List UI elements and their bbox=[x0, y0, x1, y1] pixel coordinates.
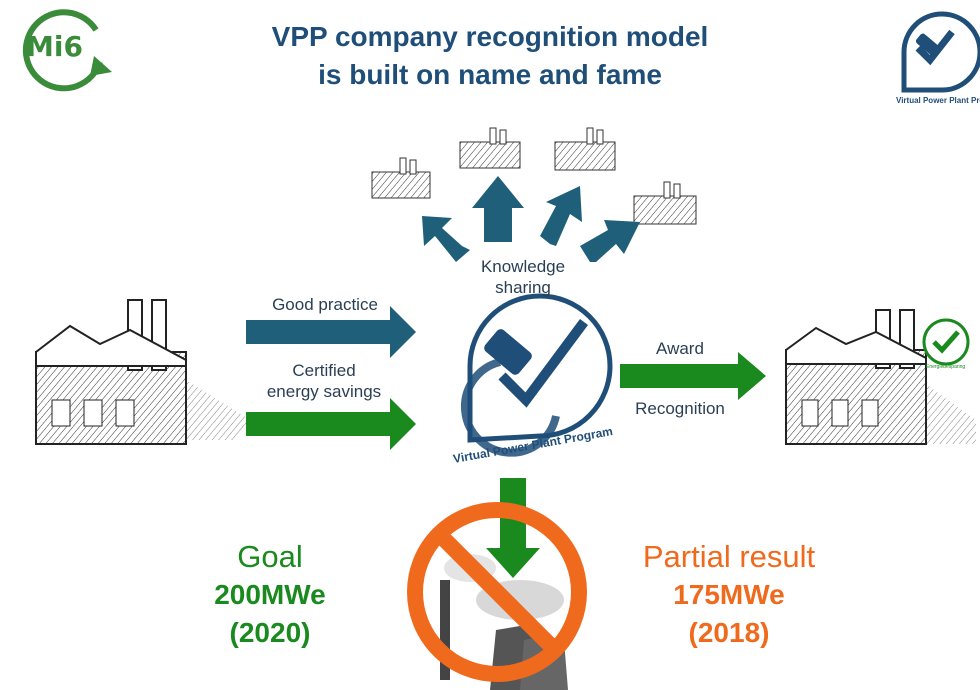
page-title: VPP company recognition model is built o… bbox=[0, 18, 980, 94]
factory-icon-top-3 bbox=[554, 127, 616, 171]
arrow-knowledge-3 bbox=[540, 186, 582, 246]
arrow-award-recognition bbox=[620, 352, 766, 400]
label-knowledge-sharing: Knowledge sharing bbox=[480, 257, 566, 297]
title-line-2: is built on name and fame bbox=[318, 59, 662, 90]
mi6-logo bbox=[22, 9, 112, 92]
badge-text: Energiebesparing bbox=[926, 364, 966, 370]
label-good-practice: Good practice bbox=[272, 295, 378, 314]
factory-icon-right bbox=[785, 309, 976, 445]
vpp-logo-top-right-text: Virtual Power Plant Program bbox=[896, 96, 980, 105]
title-line-1: VPP company recognition model bbox=[271, 21, 709, 52]
arrow-knowledge-1 bbox=[422, 216, 470, 262]
prohibition-sign-icon bbox=[407, 502, 587, 682]
result-title: Partial result bbox=[642, 539, 816, 574]
mi6-logo-text: Mi6 bbox=[26, 30, 83, 63]
result-year: (2018) bbox=[688, 617, 770, 648]
factory-icon-top-4 bbox=[633, 181, 697, 225]
goal-title: Goal bbox=[237, 539, 303, 574]
arrow-knowledge-2 bbox=[472, 176, 524, 242]
vpp-logo-center bbox=[460, 293, 613, 457]
result-value: 175MWe bbox=[673, 579, 785, 610]
arrow-knowledge-4 bbox=[580, 220, 640, 262]
arrow-good-practice bbox=[246, 306, 416, 358]
factory-icon-top-2 bbox=[459, 127, 521, 169]
vpp-logo-top-right bbox=[901, 11, 980, 93]
factory-icon-left bbox=[35, 299, 250, 445]
label-award: Award bbox=[656, 339, 704, 358]
goal-year: (2020) bbox=[229, 617, 311, 648]
arrow-certified-savings bbox=[246, 398, 416, 450]
label-certified-savings: Certified energy savings bbox=[266, 361, 382, 401]
label-recognition: Recognition bbox=[635, 399, 725, 418]
goal-value: 200MWe bbox=[214, 579, 326, 610]
goal-block: Goal 200MWe (2020) bbox=[190, 538, 350, 652]
factory-icon-top-1 bbox=[371, 157, 431, 199]
arrow-down-output bbox=[486, 478, 540, 578]
vpp-badge-icon bbox=[922, 318, 970, 366]
result-block: Partial result 175MWe (2018) bbox=[614, 538, 844, 652]
